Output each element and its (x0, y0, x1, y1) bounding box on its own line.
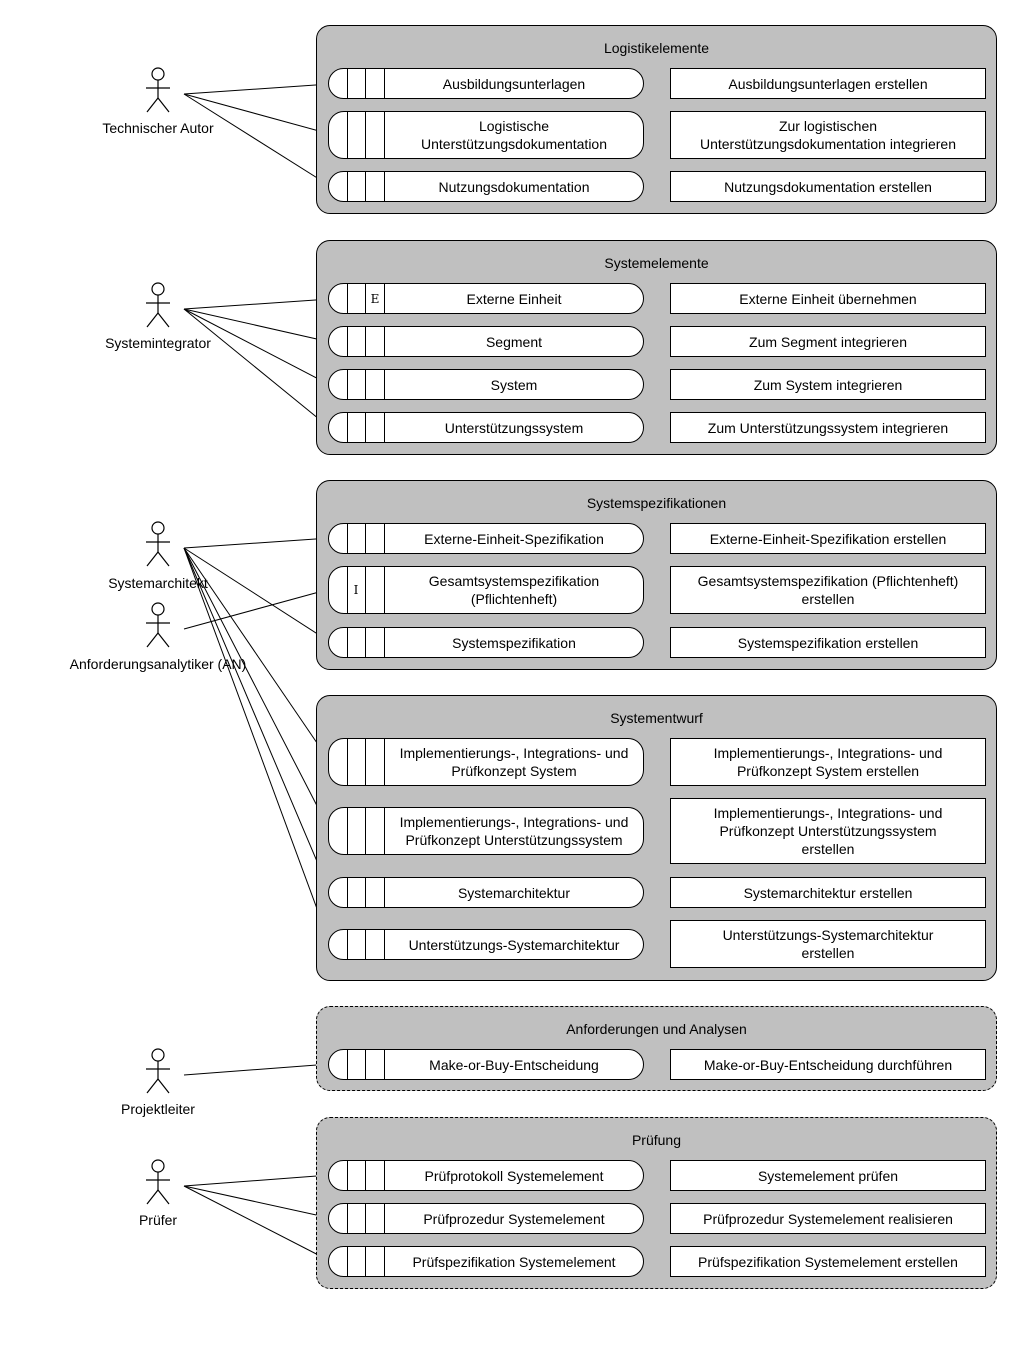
product-label: Segment (485, 333, 543, 350)
product-iip-konzept-unterstuetzungssystem: Implementierungs-, Integrations- und Prü… (328, 807, 644, 855)
product-label: Unterstützungssystem (444, 419, 584, 436)
product-iip-konzept-system: Implementierungs-, Integrations- und Prü… (328, 738, 644, 786)
association-line (183, 93, 331, 187)
activity-externe-einheit-spezifikation-erstellen: Externe-Einheit-Spezifikation erstellen (670, 523, 986, 554)
role-pruefer: Prüfer (138, 1212, 178, 1228)
association-line (183, 1185, 331, 1262)
group-title: Systementwurf (610, 710, 703, 726)
association-line (183, 298, 331, 310)
group-title: Prüfung (631, 1132, 682, 1148)
association-line (183, 547, 331, 945)
activity-zum-system-integrieren: Zum System integrieren (670, 369, 986, 400)
product-label: Externe Einheit (466, 290, 562, 307)
actor-icon (146, 67, 170, 113)
product-label: Logistische Unterstützungsdokumentation (421, 118, 607, 152)
activity-ausbildungsunterlagen-erstellen: Ausbildungsunterlagen erstellen (670, 68, 986, 99)
product-systemspezifikation: Systemspezifikation (328, 627, 644, 658)
group-title: Systemelemente (604, 255, 709, 271)
association-line (183, 308, 331, 343)
activity-iip-konzept-unterstuetzungssystem-erstellen: Implementierungs-, Integrations- und Prü… (670, 798, 986, 864)
product-unterstuetzungs-systemarchitektur: Unterstützungs-Systemarchitektur (328, 929, 644, 960)
role-systemintegrator: Systemintegrator (105, 335, 211, 351)
role-anforderungsanalytiker: Anforderungsanalytiker (AN) (69, 656, 247, 672)
product-label: Systemspezifikation (452, 634, 576, 651)
association-line (183, 1174, 331, 1187)
activity-nutzungsdokumentation-erstellen: Nutzungsdokumentation erstellen (670, 171, 986, 202)
actor-icon (146, 282, 170, 328)
activity-zum-segment-integrieren: Zum Segment integrieren (670, 326, 986, 357)
activity-pruefspezifikation-erstellen: Prüfspezifikation Systemelement erstelle… (670, 1246, 986, 1277)
activity-externe-einheit-uebernehmen: Externe Einheit übernehmen (670, 283, 986, 314)
product-label: Ausbildungsunterlagen (442, 75, 586, 92)
product-externe-einheit: E Externe Einheit (328, 283, 644, 314)
product-marker: E (366, 284, 385, 313)
group-title: Logistikelemente (603, 40, 710, 56)
product-label: Externe-Einheit-Spezifikation (424, 530, 604, 547)
product-externe-einheit-spezifikation: Externe-Einheit-Spezifikation (328, 523, 644, 554)
association-line (183, 93, 331, 135)
role-technischer-autor: Technischer Autor (102, 120, 214, 136)
activity-pruefprozedur-realisieren: Prüfprozedur Systemelement realisieren (670, 1203, 986, 1234)
product-pruefprotokoll-systemelement: Prüfprotokoll Systemelement (328, 1160, 644, 1191)
product-label: Implementierungs-, Integrations- und Prü… (399, 745, 629, 779)
product-gesamtsystemspezifikation: I Gesamtsystemspezifikation (Pflichtenhe… (328, 566, 644, 614)
activity-systemspezifikation-erstellen: Systemspezifikation erstellen (670, 627, 986, 658)
activity-systemarchitektur-erstellen: Systemarchitektur erstellen (670, 877, 986, 908)
actor-icon (146, 521, 170, 567)
group-title: Anforderungen und Analysen (566, 1021, 747, 1037)
product-pruefprozedur-systemelement: Prüfprozedur Systemelement (328, 1203, 644, 1234)
product-label: Nutzungsdokumentation (438, 178, 590, 195)
actor-icon (146, 602, 170, 648)
activity-make-or-buy-durchfuehren: Make-or-Buy-Entscheidung durchführen (670, 1049, 986, 1080)
association-line (183, 308, 331, 429)
association-line (183, 1063, 331, 1076)
actor-icon (146, 1048, 170, 1094)
activity-systemelement-pruefen: Systemelement prüfen (670, 1160, 986, 1191)
association-line (183, 537, 331, 549)
product-ausbildungsunterlagen: Ausbildungsunterlagen (328, 68, 644, 99)
product-nutzungsdokumentation: Nutzungsdokumentation (328, 171, 644, 202)
activity-gesamtsystemspezifikation-erstellen: Gesamtsystemspezifikation (Pflichtenheft… (670, 566, 986, 614)
association-line (183, 1185, 331, 1219)
activity-zum-unterstuetzungssystem-integrieren: Zum Unterstützungssystem integrieren (670, 412, 986, 443)
product-logistische-unterstuetzungsdokumentation: Logistische Unterstützungsdokumentation (328, 111, 644, 159)
product-label: Systemarchitektur (457, 884, 571, 901)
product-make-or-buy-entscheidung: Make-or-Buy-Entscheidung (328, 1049, 644, 1080)
product-label: Gesamtsystemspezifikation (Pflichtenheft… (428, 573, 600, 607)
association-line (183, 547, 331, 763)
product-marker: I (347, 567, 366, 613)
product-systemarchitektur: Systemarchitektur (328, 877, 644, 908)
group-title: Systemspezifikationen (586, 495, 727, 511)
association-line (183, 547, 331, 643)
product-label: Prüfprozedur Systemelement (423, 1210, 605, 1227)
activity-logistische-doku-integrieren: Zur logistischen Unterstützungsdokumenta… (670, 111, 986, 159)
association-line (183, 547, 331, 893)
activity-iip-konzept-system-erstellen: Implementierungs-, Integrations- und Prü… (670, 738, 986, 786)
product-label: Unterstützungs-Systemarchitektur (408, 936, 620, 953)
product-unterstuetzungssystem: Unterstützungssystem (328, 412, 644, 443)
actor-icon (146, 1159, 170, 1205)
association-line (183, 308, 331, 386)
activity-unterstuetzungs-systemarchitektur-erstellen: Unterstützungs-Systemarchitektur erstell… (670, 920, 986, 968)
association-line (183, 547, 331, 832)
product-system: System (328, 369, 644, 400)
product-label: Prüfspezifikation Systemelement (412, 1253, 616, 1270)
role-projektleiter: Projektleiter (121, 1101, 195, 1117)
product-label: Make-or-Buy-Entscheidung (429, 1056, 599, 1073)
product-pruefspezifikation-systemelement: Prüfspezifikation Systemelement (328, 1246, 644, 1277)
association-line (183, 588, 331, 630)
product-segment: Segment (328, 326, 644, 357)
product-label: Implementierungs-, Integrations- und Prü… (399, 814, 629, 848)
association-line (183, 83, 331, 95)
product-label: Prüfprotokoll Systemelement (424, 1167, 604, 1184)
role-systemarchitekt: Systemarchitekt (108, 575, 208, 591)
product-label: System (490, 376, 538, 393)
